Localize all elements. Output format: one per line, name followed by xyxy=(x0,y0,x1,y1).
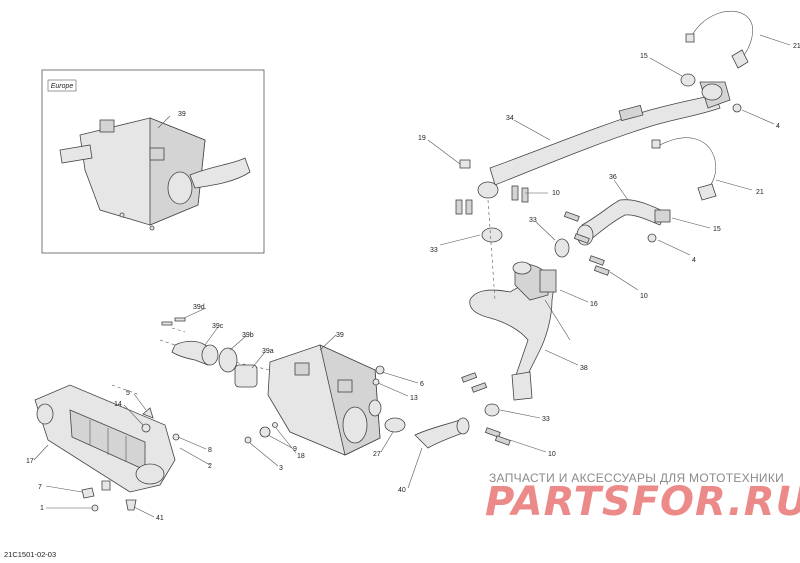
callout-38: 38 xyxy=(580,365,588,372)
callout-4: 4 xyxy=(776,123,780,130)
callout-39b: 39b xyxy=(242,332,254,339)
callout-16: 16 xyxy=(590,301,598,308)
midpipe-assembly-drawing xyxy=(554,137,717,276)
watermark-brand-logo: PARTSFOR.RU xyxy=(485,479,800,525)
callout-34: 34 xyxy=(506,115,514,122)
callout-40: 40 xyxy=(398,487,406,494)
callout-13: 13 xyxy=(410,395,418,402)
callout-8: 8 xyxy=(208,447,212,454)
callout-15: 15 xyxy=(640,53,648,60)
callout-33: 33 xyxy=(529,217,537,224)
callout-39a: 39a xyxy=(262,348,274,355)
callout-15-lower: 15 xyxy=(713,226,721,233)
callout-4-lower: 4 xyxy=(692,257,696,264)
callout-labels: 39 21 15 4 34 19 10 21 36 15 33 33 4 10 … xyxy=(26,43,800,522)
watermark-tagline: ЗАПЧАСТИ И АКСЕССУАРЫ ДЛЯ МОТОТЕХНИКИ xyxy=(489,471,784,485)
callout-27: 27 xyxy=(373,451,381,458)
callout-41: 41 xyxy=(156,515,164,522)
inset-muffler-drawing xyxy=(59,117,251,231)
leader-lines xyxy=(33,34,791,518)
callout-6: 6 xyxy=(420,381,424,388)
watermark: ЗАПЧАСТИ И АКСЕССУАРЫ ДЛЯ МОТОТЕХНИКИ PA… xyxy=(485,471,800,525)
callout-39: 39 xyxy=(336,332,344,339)
callout-19: 19 xyxy=(418,135,426,142)
callout-7: 7 xyxy=(38,484,42,491)
callout-10-mid: 10 xyxy=(640,293,648,300)
callout-9: 9 xyxy=(293,446,297,453)
callout-33-left: 33 xyxy=(430,247,438,254)
callout-39d: 39d xyxy=(193,304,205,311)
europe-inset: Europe xyxy=(41,69,265,254)
lower-hardware-drawing xyxy=(81,365,511,512)
callout-5: 5 xyxy=(126,390,130,397)
inset-region-label: Europe xyxy=(51,83,74,90)
callout-18: 18 xyxy=(297,453,305,460)
callout-14: 14 xyxy=(114,401,122,408)
callout-3: 3 xyxy=(279,465,283,472)
diagram-code: 21C1501-02-03 xyxy=(4,550,56,559)
callout-17: 17 xyxy=(26,458,34,465)
callout-21-lower: 21 xyxy=(756,189,764,196)
inset-callout-39: 39 xyxy=(178,111,186,118)
callout-36: 36 xyxy=(609,174,617,181)
muffler-drawing xyxy=(161,317,382,456)
callout-1: 1 xyxy=(40,505,44,512)
callout-21: 21 xyxy=(793,43,800,50)
callout-39c: 39c xyxy=(212,323,224,330)
callout-10: 10 xyxy=(552,190,560,197)
collector-pipe-drawing xyxy=(469,261,571,401)
callout-33-lower: 33 xyxy=(542,416,550,423)
callout-10-lower: 10 xyxy=(548,451,556,458)
headpipe-assembly-drawing xyxy=(455,10,753,243)
callout-2: 2 xyxy=(208,463,212,470)
heat-shield-drawing xyxy=(34,384,176,493)
